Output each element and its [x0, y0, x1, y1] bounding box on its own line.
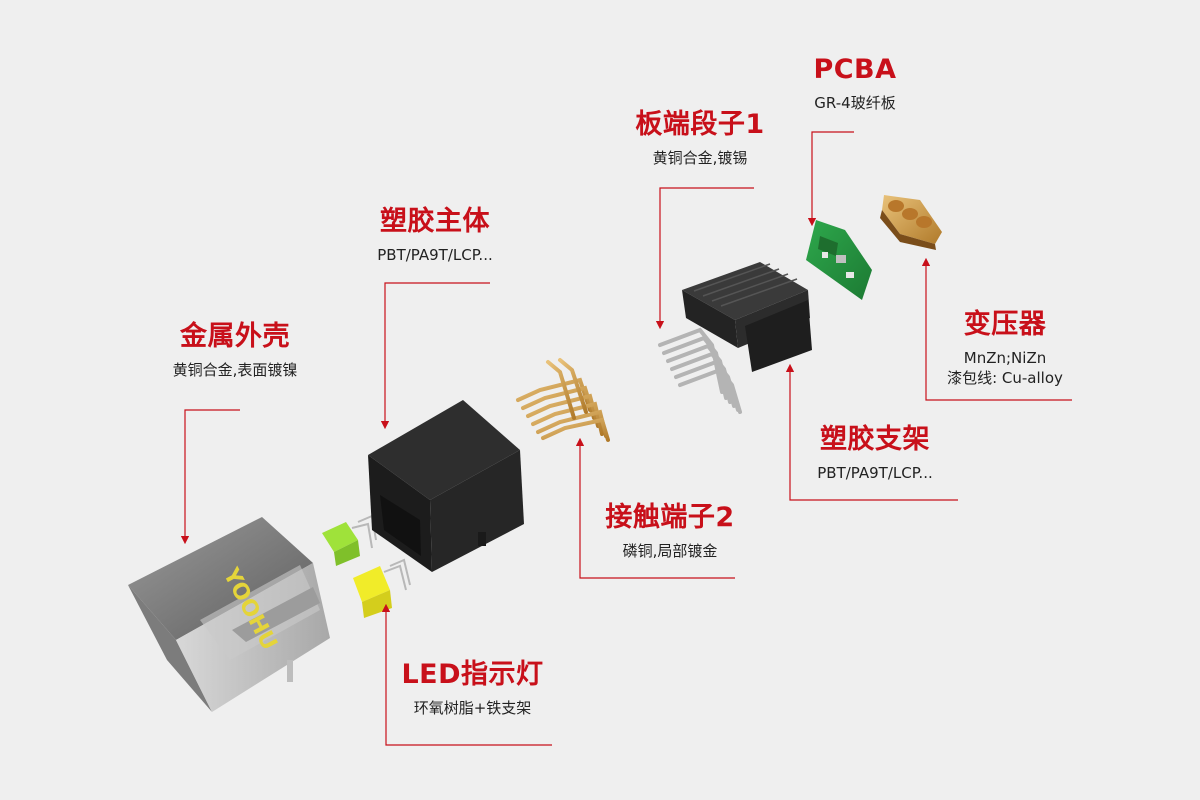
plastic-body-label: 塑胶主体 PBT/PA9T/LCP...	[350, 207, 520, 265]
board-terminal-title: 板端段子1	[635, 109, 765, 140]
led-yellow-part	[353, 558, 411, 618]
plastic-bracket-part	[682, 262, 812, 372]
plastic-bracket-label: 塑胶支架 PBT/PA9T/LCP...	[790, 425, 960, 483]
plastic-body-title: 塑胶主体	[380, 206, 490, 237]
contact-terminal-title: 接触端子2	[605, 502, 735, 533]
transformer-label: 变压器 MnZn;NiZn 漆包线: Cu-alloy	[925, 310, 1085, 388]
metal-shell-label: 金属外壳 黄铜合金,表面镀镍	[150, 322, 320, 380]
metal-shell-part: YOOHU	[128, 517, 330, 712]
plastic-body-part	[368, 400, 524, 572]
plastic-bracket-title: 塑胶支架	[820, 424, 930, 455]
led-label: LED指示灯 环氧树脂+铁支架	[385, 660, 560, 718]
plastic-bracket-material: PBT/PA9T/LCP...	[817, 463, 933, 482]
pcba-leader	[807, 131, 854, 227]
transformer-core: MnZn;NiZn	[963, 348, 1047, 367]
led-material: 环氧树脂+铁支架	[413, 698, 532, 717]
pcba-material: GR-4玻纤板	[814, 93, 896, 112]
board-terminal-label: 板端段子1 黄铜合金,镀锡	[610, 110, 790, 168]
led-title: LED指示灯	[401, 659, 544, 690]
metal-shell-title: 金属外壳	[180, 321, 290, 352]
contact-terminal-label: 接触端子2 磷铜,局部镀金	[585, 503, 755, 561]
metal-shell-material: 黄铜合金,表面镀镍	[172, 360, 298, 379]
metal-shell-leader	[180, 409, 240, 545]
transformer-leader	[921, 257, 1072, 401]
transformer-winding: 漆包线: Cu-alloy	[947, 368, 1063, 387]
board-terminal-leader	[655, 187, 754, 330]
contact-terminal-material: 磷铜,局部镀金	[622, 541, 718, 560]
contact-terminal-leader	[575, 437, 735, 579]
transformer-part	[880, 195, 942, 250]
led-green-part	[322, 514, 377, 566]
pcba-label: PCBA GR-4玻纤板	[780, 55, 930, 113]
pcba-title: PCBA	[813, 54, 897, 85]
transformer-title: 变压器	[963, 309, 1047, 340]
pcba-part	[806, 220, 872, 300]
board-terminal-material: 黄铜合金,镀锡	[652, 148, 748, 167]
board-terminal-part	[658, 327, 742, 414]
plastic-body-material: PBT/PA9T/LCP...	[377, 245, 493, 264]
plastic-body-leader	[380, 282, 490, 430]
led-leader	[381, 603, 552, 746]
contact-terminal-part	[516, 358, 610, 442]
plastic-bracket-leader	[785, 363, 958, 501]
